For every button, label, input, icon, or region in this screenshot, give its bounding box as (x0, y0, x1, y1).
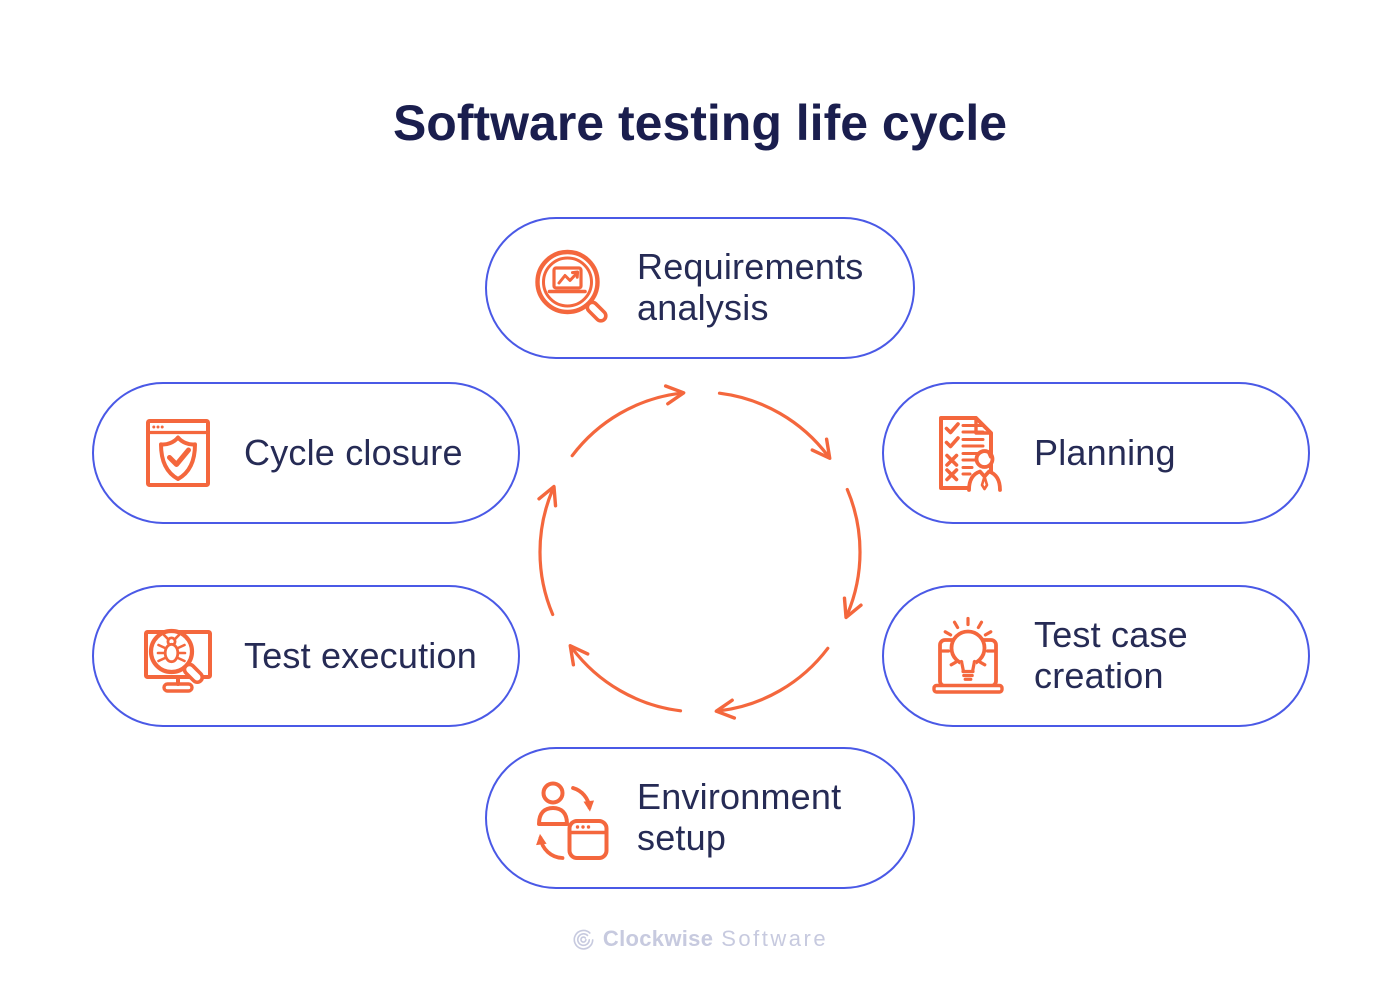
brand-name-light: Software (721, 926, 829, 951)
cycle-arc-top-right (717, 391, 832, 460)
user-app-sync-icon (536, 781, 609, 860)
cycle-arc-top-left (570, 384, 686, 458)
stage-label: Requirements analysis (637, 246, 864, 328)
stage-label: Planning (1034, 431, 1176, 473)
magnifier-trend-chart-icon (535, 249, 608, 323)
cycle-arc-bottom-right (714, 646, 830, 720)
cycle-arc-left (537, 484, 558, 617)
stage-label: Cycle closure (244, 431, 463, 473)
checklist-person-icon (939, 416, 1002, 492)
stage-planning: Planning (882, 382, 1310, 524)
clockwise-logo-icon (573, 929, 594, 950)
stage-label: Test execution (244, 634, 477, 676)
stage-label: Test case creation (1034, 614, 1188, 696)
cycle-arc-bottom-left (568, 644, 683, 713)
bug-magnifier-monitor-icon (144, 628, 212, 693)
stage-test-case-creation: Test case creation (882, 585, 1310, 727)
stage-requirements-analysis: Requirements analysis (485, 217, 915, 359)
cycle-arc-right (842, 487, 863, 620)
brand-footer: Clockwise Software (0, 926, 1400, 952)
brand-name-bold: Clockwise (602, 926, 714, 951)
stage-cycle-closure: Cycle closure (92, 382, 520, 524)
stage-test-execution: Test execution (92, 585, 520, 727)
shield-check-browser-icon (146, 419, 210, 487)
stage-environment-setup: Environment setup (485, 747, 915, 889)
page-title: Software testing life cycle (392, 95, 1008, 151)
stage-label: Environment setup (637, 776, 842, 858)
lightbulb-laptop-icon (932, 616, 1004, 694)
